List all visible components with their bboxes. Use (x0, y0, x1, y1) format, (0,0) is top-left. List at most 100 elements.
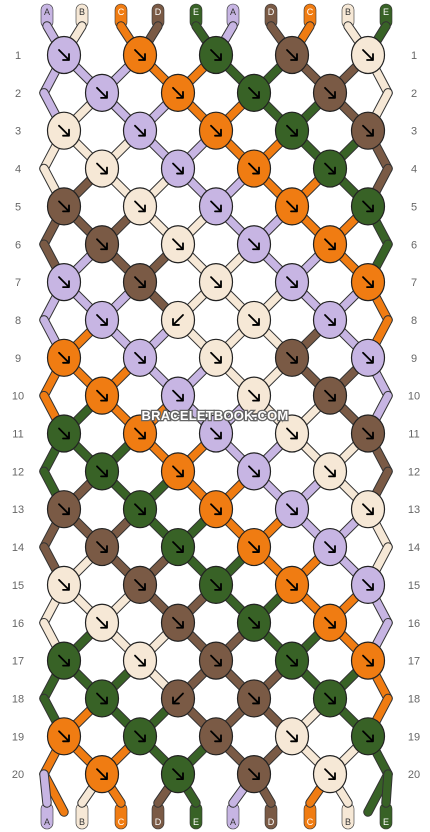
arrow-down-right-icon (324, 238, 336, 251)
arrow-down-right-icon (210, 49, 222, 61)
strand-top-tab-label: E (193, 7, 199, 17)
arrow-down-right-icon (324, 768, 336, 781)
knot (236, 300, 272, 340)
arrow-down-right-icon (324, 86, 336, 99)
knot (274, 490, 310, 529)
arrow-down-right-icon (286, 276, 298, 288)
row-number-left: 16 (12, 618, 24, 630)
knot (46, 263, 82, 302)
row-number-right: 4 (411, 164, 417, 176)
arrow-down-right-icon (210, 579, 222, 591)
knot (350, 111, 386, 150)
knot (84, 73, 120, 112)
knot (274, 414, 310, 453)
arrow-down-right-icon (362, 654, 374, 667)
strand-lead-out (382, 770, 392, 807)
knot (312, 73, 348, 112)
arrow-down-right-icon (286, 654, 298, 667)
strand-top-tab-label: E (383, 7, 389, 17)
strand-top-tab-label: A (230, 7, 236, 17)
knot (198, 35, 234, 75)
arrow-down-right-icon (362, 276, 374, 288)
arrow-down-right-icon (58, 730, 70, 743)
row-number-right: 6 (411, 239, 417, 251)
knot (46, 111, 82, 150)
knot (84, 527, 120, 567)
arrow-down-right-icon (362, 579, 374, 591)
arrow-down-right-icon (210, 351, 222, 364)
arrow-down-right-icon (248, 86, 260, 99)
arrow-down-right-icon (172, 86, 184, 99)
arrow-down-right-icon (172, 541, 184, 553)
arrow-down-right-icon (324, 314, 336, 326)
arrow-down-right-icon (324, 162, 336, 175)
knot (350, 490, 386, 529)
strand-bottom-tab-label: D (268, 817, 275, 827)
arrow-down-right-icon (362, 427, 374, 440)
arrow-down-right-icon (210, 276, 222, 288)
arrow-down-right-icon (324, 465, 336, 478)
strand-top-tab-label: B (79, 7, 85, 17)
arrow-down-right-icon (96, 465, 108, 478)
arrow-down-right-icon (172, 768, 184, 781)
knot (312, 149, 348, 188)
arrow-down-right-icon (134, 654, 146, 667)
row-number-right: 12 (408, 466, 420, 478)
knot (198, 187, 234, 226)
row-number-right: 17 (408, 656, 420, 668)
knots-layer (46, 35, 386, 794)
arrow-down-right-icon (96, 389, 108, 402)
knot (160, 603, 196, 642)
knot (160, 149, 196, 188)
arrow-down-right-icon (324, 616, 336, 629)
knot (46, 187, 82, 226)
knot (312, 603, 348, 642)
arrow-down-right-icon (248, 314, 260, 326)
strand-bottom-tab-label: C (307, 817, 314, 827)
arrow-down-right-icon (248, 238, 260, 251)
knot (122, 187, 158, 226)
arrow-down-right-icon (134, 579, 146, 591)
knot (122, 490, 158, 529)
knot (350, 641, 386, 680)
strand-bottom-tab-label: D (155, 817, 162, 827)
arrow-down-right-icon (210, 503, 222, 516)
arrow-down-right-icon (172, 238, 184, 251)
row-number-left: 17 (12, 656, 24, 668)
arrow-down-right-icon (248, 162, 260, 175)
knot (46, 338, 82, 377)
row-number-right: 19 (408, 731, 420, 743)
row-number-right: 11 (408, 429, 419, 441)
knot (312, 300, 348, 340)
row-number-right: 3 (411, 126, 417, 138)
knot (122, 717, 158, 756)
arrow-down-right-icon (248, 616, 260, 629)
knot (160, 755, 196, 794)
arrow-down-right-icon (134, 124, 146, 137)
knot (198, 490, 234, 529)
row-number-right: 14 (408, 542, 420, 554)
row-number-right: 13 (408, 504, 420, 516)
arrow-down-left-icon (172, 692, 184, 705)
row-number-left: 3 (15, 126, 21, 138)
knot (350, 414, 386, 453)
knot (122, 414, 158, 453)
knot (274, 111, 310, 150)
strand-top-tab-label: D (155, 7, 162, 17)
row-number-right: 2 (411, 88, 417, 100)
arrow-down-right-icon (286, 503, 298, 516)
arrow-down-right-icon (172, 465, 184, 478)
arrow-down-right-icon (134, 427, 146, 440)
knot (312, 527, 348, 567)
knot (236, 679, 272, 718)
arrow-down-right-icon (96, 768, 108, 781)
strand-bottom-tab-label: E (383, 817, 389, 827)
arrow-down-right-icon (210, 200, 222, 213)
knot (46, 717, 82, 756)
strand-bottom-tab-label: B (79, 817, 85, 827)
arrow-down-right-icon (172, 162, 184, 175)
row-number-right: 1 (411, 50, 417, 62)
arrow-down-right-icon (58, 427, 70, 440)
row-number-left: 12 (12, 466, 24, 478)
